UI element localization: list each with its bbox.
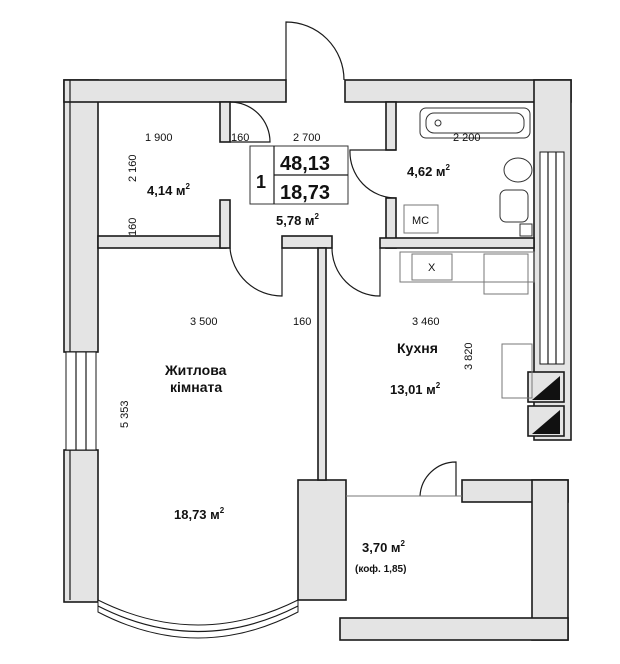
dim-3500: 3 500 (190, 316, 218, 328)
wall-bath-left-top (385, 101, 397, 151)
living-name-1: Житлова (164, 362, 227, 378)
window-left (65, 351, 97, 451)
dimensions: 1 900 160 2 700 2 200 2 160 160 3 500 16… (119, 132, 481, 428)
fridge (501, 343, 533, 399)
dim-160-left: 160 (127, 218, 139, 236)
kitchen-sink (483, 253, 529, 295)
dim-2700: 2 700 (293, 132, 321, 144)
wall-hall-bottom-mid (281, 235, 333, 249)
storage-area: 4,14 м2 (147, 182, 191, 198)
sink (503, 157, 533, 183)
window-right (527, 151, 565, 437)
summary-box: 1 48,13 18,73 (249, 145, 349, 205)
entrance-door-arc (285, 21, 345, 81)
bath-door (349, 149, 397, 199)
wall-balcony-right (531, 479, 569, 641)
storage-door (229, 101, 271, 143)
wall-left-upper (63, 79, 99, 353)
dim-1900: 1 900 (145, 132, 173, 144)
bathroom-fixtures: МС (403, 107, 533, 237)
kitchen-name: Кухня (397, 340, 438, 356)
wall-balcony-bottom (339, 617, 569, 641)
wall-bath-bottom (379, 237, 535, 249)
wall-storage-right-bottom (219, 199, 231, 249)
balcony-coef: (коф. 1,85) (355, 563, 406, 575)
kitchen-counter (399, 251, 535, 283)
living-door (229, 247, 283, 297)
dim-3820: 3 820 (463, 342, 475, 370)
summary-living-area: 18,73 (280, 182, 330, 204)
doors (229, 21, 462, 497)
balcony-door (419, 461, 457, 497)
dim-2200: 2 200 (453, 132, 481, 144)
wall-living-kitchen (317, 247, 327, 481)
kitchen-area: 13,01 м2 (390, 381, 441, 397)
dim-160-mid: 160 (293, 316, 311, 328)
living-name-2: кімната (170, 379, 222, 395)
balcony-area: 3,70 м2 (362, 539, 406, 555)
water-meter (519, 223, 533, 237)
kitchen-fixtures: X (399, 251, 535, 399)
wall-left-lower (63, 449, 99, 603)
summary-total-area: 48,13 (280, 153, 330, 175)
dim-5353: 5 353 (119, 400, 131, 428)
bathroom-area: 4,62 м2 (407, 163, 451, 179)
wc-label: МС (412, 215, 429, 227)
living-area: 18,73 м2 (174, 506, 225, 522)
dim-160-top: 160 (231, 132, 249, 144)
wall-storage-bottom (97, 235, 227, 249)
stove-mark: X (428, 262, 436, 274)
wall-top-left (63, 79, 287, 103)
stove (411, 253, 453, 281)
bay-window (97, 599, 299, 639)
room-labels: 4,14 м2 5,78 м2 4,62 м2 Житлова кімната … (147, 163, 451, 575)
wall-storage-right-top (219, 101, 231, 143)
toilet (499, 189, 529, 223)
dim-3460: 3 460 (412, 316, 440, 328)
kitchen-door (331, 247, 381, 297)
summary-rooms: 1 (256, 172, 266, 192)
hall-area: 5,78 м2 (276, 212, 320, 228)
dim-2160: 2 160 (127, 154, 139, 182)
wall-bottom-mid (297, 479, 347, 601)
